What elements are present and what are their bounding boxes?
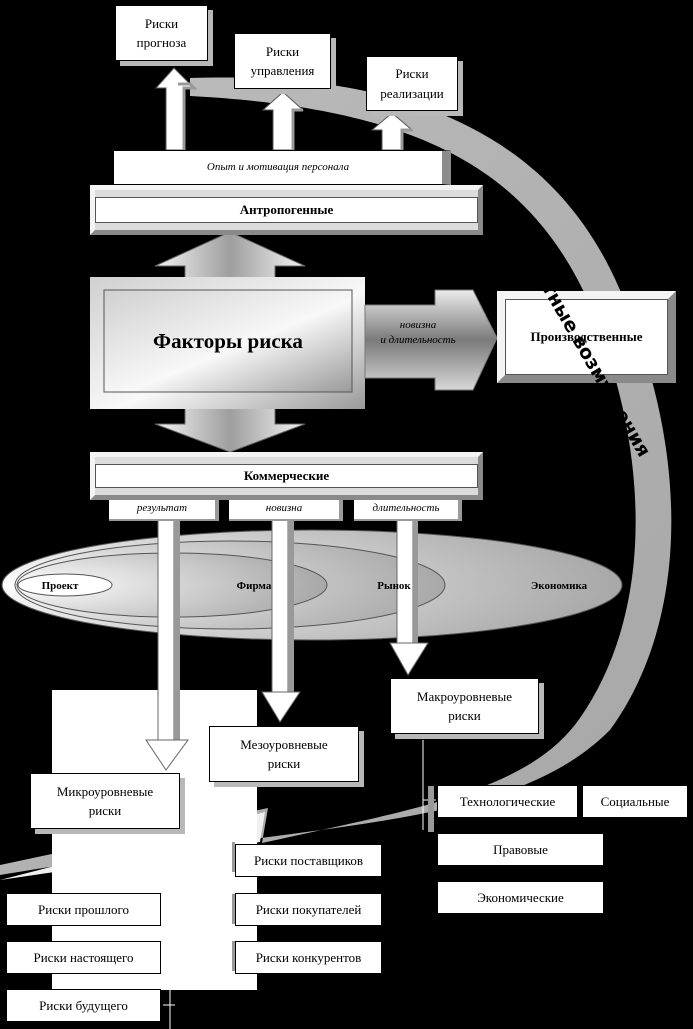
novelty-tab: новизна <box>229 500 343 521</box>
market-label: Рынок <box>377 580 411 592</box>
economy-label: Экономика <box>530 580 588 592</box>
economic-risks-label: Экономические <box>477 889 564 905</box>
present-risks-box: Риски настоящего <box>6 941 161 974</box>
duration-tab: длительность <box>354 500 462 521</box>
present-risks-label: Риски настоящего <box>33 949 134 965</box>
anthropogenic-label: Антропогенные <box>239 202 334 217</box>
duration-tab-label: длительность <box>372 502 440 514</box>
up-arrows <box>154 67 414 151</box>
future-risks-box: Риски будущего <box>6 989 161 1022</box>
supplier-risks-box: Риски поставщиков <box>235 844 382 877</box>
social-risks-label: Социальные <box>600 793 670 809</box>
production-box: Производственные <box>497 291 676 383</box>
down-arrows <box>145 519 429 771</box>
legal-risks-label: Правовые <box>493 841 548 857</box>
result-tab: результат <box>109 500 219 521</box>
competitor-risks-label: Риски конкурентов <box>255 949 362 965</box>
project-label: Проект <box>41 580 79 592</box>
commercial-label: Коммерческие <box>243 468 330 483</box>
future-risks-label: Риски будущего <box>39 997 128 1013</box>
result-tab-label: результат <box>136 502 188 514</box>
arrow-to-production <box>364 289 498 391</box>
anthropogenic-bar: Антропогенные <box>90 185 483 235</box>
experience-label: Опыт и мотивация персонала <box>206 161 350 174</box>
buyer-risks-box: Риски покупателей <box>235 893 382 926</box>
legal-risks-box: Правовые <box>437 833 604 866</box>
firm-label: Фирма <box>236 580 272 592</box>
production-label: Производственные <box>530 329 643 344</box>
supplier-risks-label: Риски поставщиков <box>253 852 364 868</box>
competitor-risks-box: Риски конкурентов <box>235 941 382 974</box>
buyer-risks-label: Риски покупателей <box>255 901 362 917</box>
risk-factors-title: Факторы риска <box>104 290 352 392</box>
risk-factors-label: Факторы риска <box>153 328 303 353</box>
novelty-tab-label: новизна <box>265 502 303 514</box>
scale-ovals <box>1 529 623 641</box>
up-arrow-forecast <box>154 67 196 151</box>
social-risks-box: Социальные <box>582 785 688 818</box>
past-risks-label: Риски прошлого <box>38 901 129 917</box>
arrow-to-commercial <box>154 407 306 453</box>
experience-bar: Опыт и мотивация персонала <box>113 150 451 185</box>
tech-risks-box: Технологические <box>437 785 578 818</box>
arrow-to-anthropogenic <box>154 231 306 283</box>
economic-risks-box: Экономические <box>437 881 604 914</box>
tech-risks-label: Технологические <box>459 793 556 809</box>
past-risks-box: Риски прошлого <box>6 893 161 926</box>
commercial-bar: Коммерческие <box>90 452 483 500</box>
connector-lines <box>163 740 436 1029</box>
